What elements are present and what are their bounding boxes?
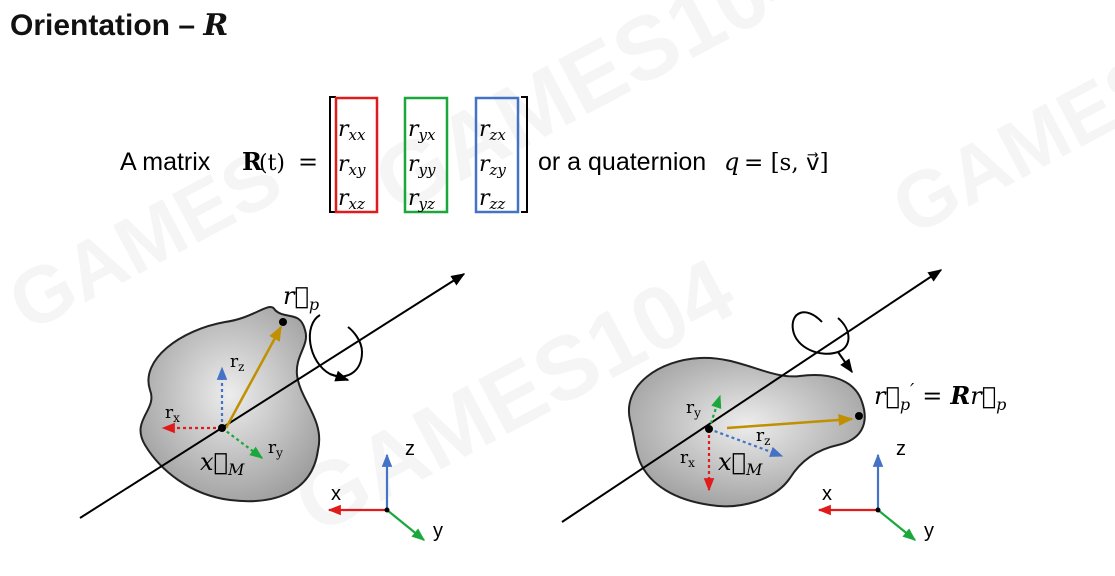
frame-x-label-right: x bbox=[822, 483, 832, 505]
equation-equals: = bbox=[298, 148, 318, 176]
rx-label-right: rx bbox=[680, 448, 695, 470]
point-p-right bbox=[855, 412, 863, 420]
watermark-brand-3: GAMES bbox=[878, 36, 1115, 252]
equation-lead: A matrix bbox=[120, 148, 211, 176]
matrix-cell: rzy bbox=[479, 152, 506, 179]
center-of-mass-left bbox=[218, 424, 226, 432]
ry-label-right: ry bbox=[686, 398, 701, 420]
equation-R: R bbox=[242, 147, 263, 176]
frame-y-axis-left bbox=[386, 509, 426, 541]
equation-q: q bbox=[724, 148, 739, 176]
point-p-left bbox=[279, 318, 287, 326]
frame-z-label-left: z bbox=[405, 438, 415, 460]
ry-vector-left bbox=[221, 427, 264, 459]
center-of-mass-right bbox=[705, 425, 713, 433]
rz-label-right: rz bbox=[756, 426, 770, 448]
right-diagram: r⃗p′=Rr⃗p ry rz rx x⃗M z x y bbox=[561, 269, 1006, 542]
frame-x-label-left: x bbox=[331, 483, 341, 505]
matrix-right-bracket bbox=[521, 96, 528, 213]
matrix-cell: rzz bbox=[479, 186, 505, 213]
rotation-arc-right bbox=[791, 311, 850, 355]
rigid-body-right bbox=[627, 356, 866, 508]
matrix-cell: ryx bbox=[408, 117, 436, 144]
equation-q-rhs: = [s, v⃗] bbox=[744, 150, 829, 176]
rp-vector-right bbox=[726, 413, 854, 430]
matrix-left-bracket bbox=[329, 96, 336, 213]
slide-title-symbol: R bbox=[203, 8, 229, 43]
rotation-arrowhead-right bbox=[837, 351, 853, 374]
ry-label-left: ry bbox=[268, 438, 283, 460]
slide-title: Orientation – R bbox=[10, 8, 228, 43]
matrix-cell: ryz bbox=[408, 186, 435, 213]
matrix-cell: rxy bbox=[338, 152, 366, 179]
rx-label-left: rx bbox=[165, 403, 180, 425]
xm-label-right: x⃗M bbox=[718, 448, 763, 479]
rp-prime-equation: r⃗p′=Rr⃗p bbox=[874, 380, 1006, 414]
rotation-arrowhead-left bbox=[329, 370, 350, 382]
xm-label-left: x⃗M bbox=[200, 448, 245, 479]
column-x-box bbox=[334, 96, 379, 214]
rigid-body-left bbox=[139, 306, 321, 503]
matrix-cell: rxz bbox=[338, 186, 365, 213]
rz-vector-right bbox=[708, 427, 784, 458]
rotation-axis-left bbox=[79, 273, 466, 519]
rp-label-left: r⃗p bbox=[283, 282, 319, 314]
rotation-axis-right bbox=[561, 269, 943, 523]
frame-origin-right bbox=[875, 507, 881, 513]
frame-y-label-right: y bbox=[924, 520, 934, 542]
column-y-box bbox=[403, 96, 449, 214]
matrix-cell: rxx bbox=[338, 117, 366, 144]
frame-z-label-right: z bbox=[896, 438, 906, 460]
equation-t-arg: (t) bbox=[259, 151, 285, 176]
frame-y-label-left: y bbox=[433, 520, 443, 542]
matrix-cell: ryy bbox=[408, 152, 436, 179]
slide-title-text: Orientation – bbox=[10, 9, 204, 42]
rz-label-left: rz bbox=[230, 352, 244, 374]
left-diagram: r⃗p rz rx ry x⃗M z x y bbox=[79, 273, 466, 542]
matrix-cell: rzx bbox=[479, 117, 506, 144]
frame-origin-left bbox=[384, 507, 390, 513]
rp-vector-left bbox=[224, 325, 283, 429]
frame-y-axis-right bbox=[877, 509, 917, 541]
matrix-entries: rxx ryx rzx rxy ryy rzy rxz ryz rzz bbox=[338, 117, 506, 213]
equation: A matrix R (t) = rxx ryx rzx rxy ryy rzy… bbox=[120, 96, 829, 214]
column-z-box bbox=[474, 96, 520, 214]
equation-or-text: or a quaternion bbox=[538, 148, 706, 176]
